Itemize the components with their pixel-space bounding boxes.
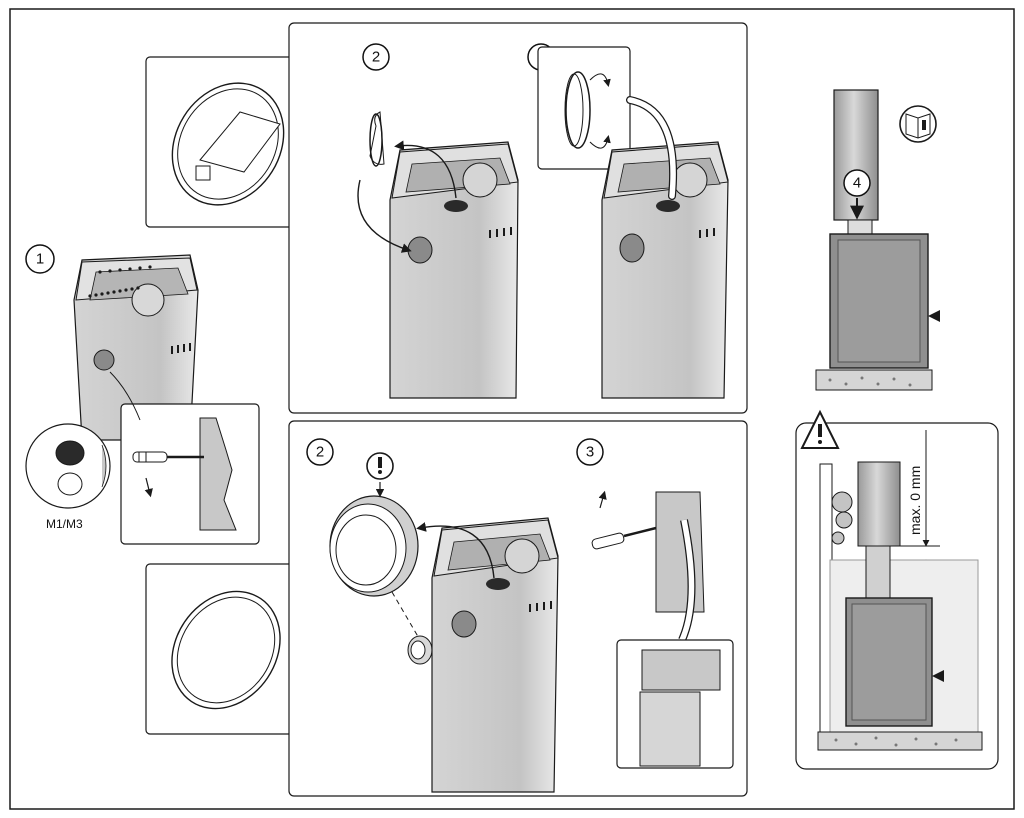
- ring-rotation-callout: [537, 46, 631, 170]
- step-1-badge: [25, 244, 55, 274]
- plain-ring-panel: [145, 563, 333, 735]
- step-4-group: 4: [815, 89, 940, 391]
- clearance-warning-group: max. 0 mm: [795, 409, 999, 770]
- clearance-label: max. 0 mm: [907, 466, 923, 535]
- step-1-group: 1 M1/M3: [25, 56, 333, 735]
- step-2-bottom-number: 2: [316, 444, 324, 461]
- wall-detail-bottom: [616, 491, 734, 769]
- model-variant-label: M1/M3: [46, 517, 83, 531]
- cover-ring: [329, 495, 467, 665]
- warning-triangle-icon: [800, 409, 840, 449]
- step-3-bottom-number: 3: [586, 444, 594, 461]
- step-2-bottom-badge: [306, 438, 334, 466]
- screwdriver-icon: [591, 490, 657, 550]
- stove-step-3-top: [601, 96, 729, 399]
- bottom-steps-panel: 2 3: [288, 420, 748, 797]
- step-2-top-badge: [362, 43, 390, 71]
- ring-with-bracket-panel: [145, 56, 333, 228]
- floor-slab: [815, 369, 933, 391]
- step-1-number: 1: [36, 251, 44, 268]
- stove-step-2-bottom: [416, 517, 559, 793]
- step-4-badge: [843, 169, 871, 197]
- exclamation-icon: [366, 452, 394, 498]
- step-2-top-number: 2: [372, 49, 380, 66]
- stove-step-1: [73, 254, 199, 441]
- info-manual-icon: [899, 105, 937, 143]
- screwdriver-panel: [109, 371, 260, 545]
- knockout-detail: M1/M3: [25, 423, 111, 531]
- top-steps-panel: 2 3: [288, 22, 748, 414]
- stove-step-2-top: [357, 111, 519, 399]
- step-4-number: 4: [853, 175, 861, 192]
- screwdriver-icon: [132, 451, 204, 463]
- step-3-bottom-badge: [576, 438, 604, 466]
